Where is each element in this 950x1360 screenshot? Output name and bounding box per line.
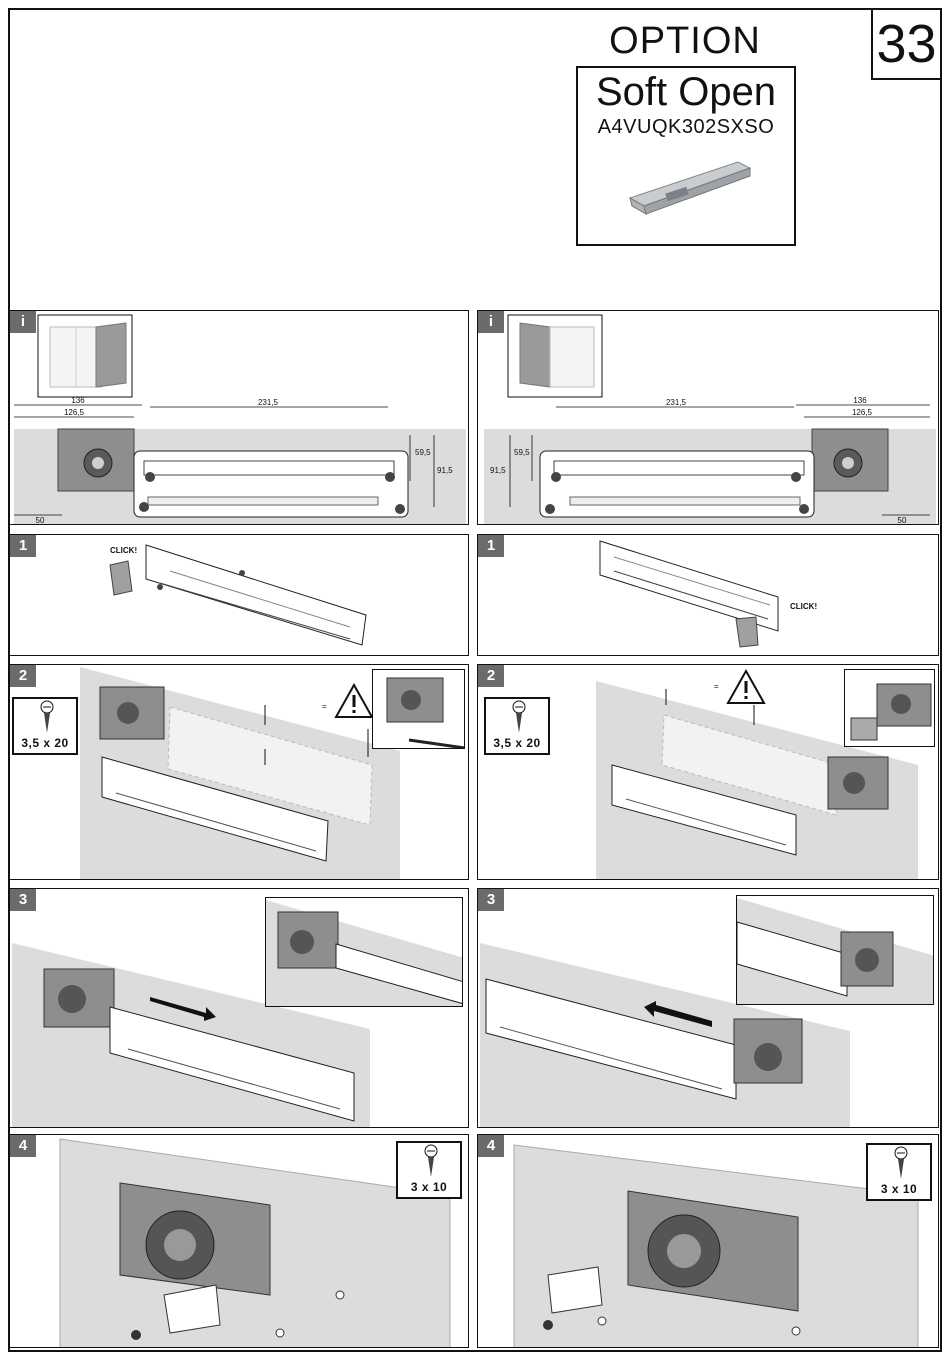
screw-size-label: 3 x 10 (868, 1182, 930, 1196)
detail-inset (844, 669, 935, 747)
detail-inset (736, 895, 934, 1005)
screw-spec-box: 3 x 10 (866, 1143, 932, 1201)
detail-inset (372, 669, 465, 749)
step-4-panel-right: 4 3 x 10 (477, 1134, 939, 1348)
svg-text:91,5: 91,5 (490, 466, 506, 475)
screw-icon (868, 1145, 934, 1185)
svg-text:=: = (714, 682, 719, 691)
step-1-illustration-right: CLICK! (478, 535, 939, 656)
step-2-panel-left: 2 3,5 x 20 = (9, 664, 469, 880)
svg-text:50: 50 (36, 516, 45, 525)
step-4-panel-left: 4 3 x 10 (9, 1134, 469, 1348)
step-3-panel-right: 3 (477, 888, 939, 1128)
product-box: Soft Open A4VUQK302SXSO (576, 66, 796, 246)
dimension-drawing-left: 136 126,5 231,5 59,5 91,5 50 (10, 311, 469, 525)
wardrobe-icon (520, 323, 594, 387)
info-panel-right: i 231,5 136 126,5 59,5 91,5 50 (477, 310, 939, 525)
svg-text:126,5: 126,5 (64, 408, 85, 417)
svg-text:59,5: 59,5 (415, 448, 431, 457)
product-name: Soft Open (578, 70, 794, 115)
screw-size-label: 3 x 10 (398, 1180, 460, 1194)
soft-open-unit-image (618, 148, 758, 228)
step-1-panel-right: 1 CLICK! (477, 534, 939, 656)
step-1-illustration-left: CLICK! (10, 535, 469, 656)
step-2-panel-right: 2 3,5 x 20 = (477, 664, 939, 880)
warning-triangle-icon (726, 669, 766, 705)
product-code: A4VUQK302SXSO (578, 116, 794, 139)
svg-text:136: 136 (853, 396, 867, 405)
warning-triangle-icon (334, 683, 374, 719)
svg-text:126,5: 126,5 (852, 408, 873, 417)
step-3-panel-left: 3 (9, 888, 469, 1128)
svg-text:CLICK!: CLICK! (110, 546, 137, 555)
svg-text:CLICK!: CLICK! (790, 602, 817, 611)
svg-text:59,5: 59,5 (514, 448, 530, 457)
detail-inset (265, 897, 463, 1007)
svg-text:91,5: 91,5 (437, 466, 453, 475)
svg-text:=: = (322, 702, 327, 711)
wardrobe-icon (50, 323, 126, 387)
svg-text:50: 50 (898, 516, 907, 525)
dimension-drawing-right: 231,5 136 126,5 59,5 91,5 50 (478, 311, 939, 525)
step-1-panel-left: 1 CLICK! (9, 534, 469, 656)
info-panel-left: i 136 126,5 231,5 59,5 91,5 50 (9, 310, 469, 525)
screw-spec-box: 3 x 10 (396, 1141, 462, 1199)
option-title: OPTION (590, 20, 780, 63)
svg-text:136: 136 (71, 396, 85, 405)
svg-text:231,5: 231,5 (666, 398, 687, 407)
svg-text:231,5: 231,5 (258, 398, 279, 407)
screw-icon (398, 1143, 464, 1183)
page-number: 33 (871, 8, 942, 80)
